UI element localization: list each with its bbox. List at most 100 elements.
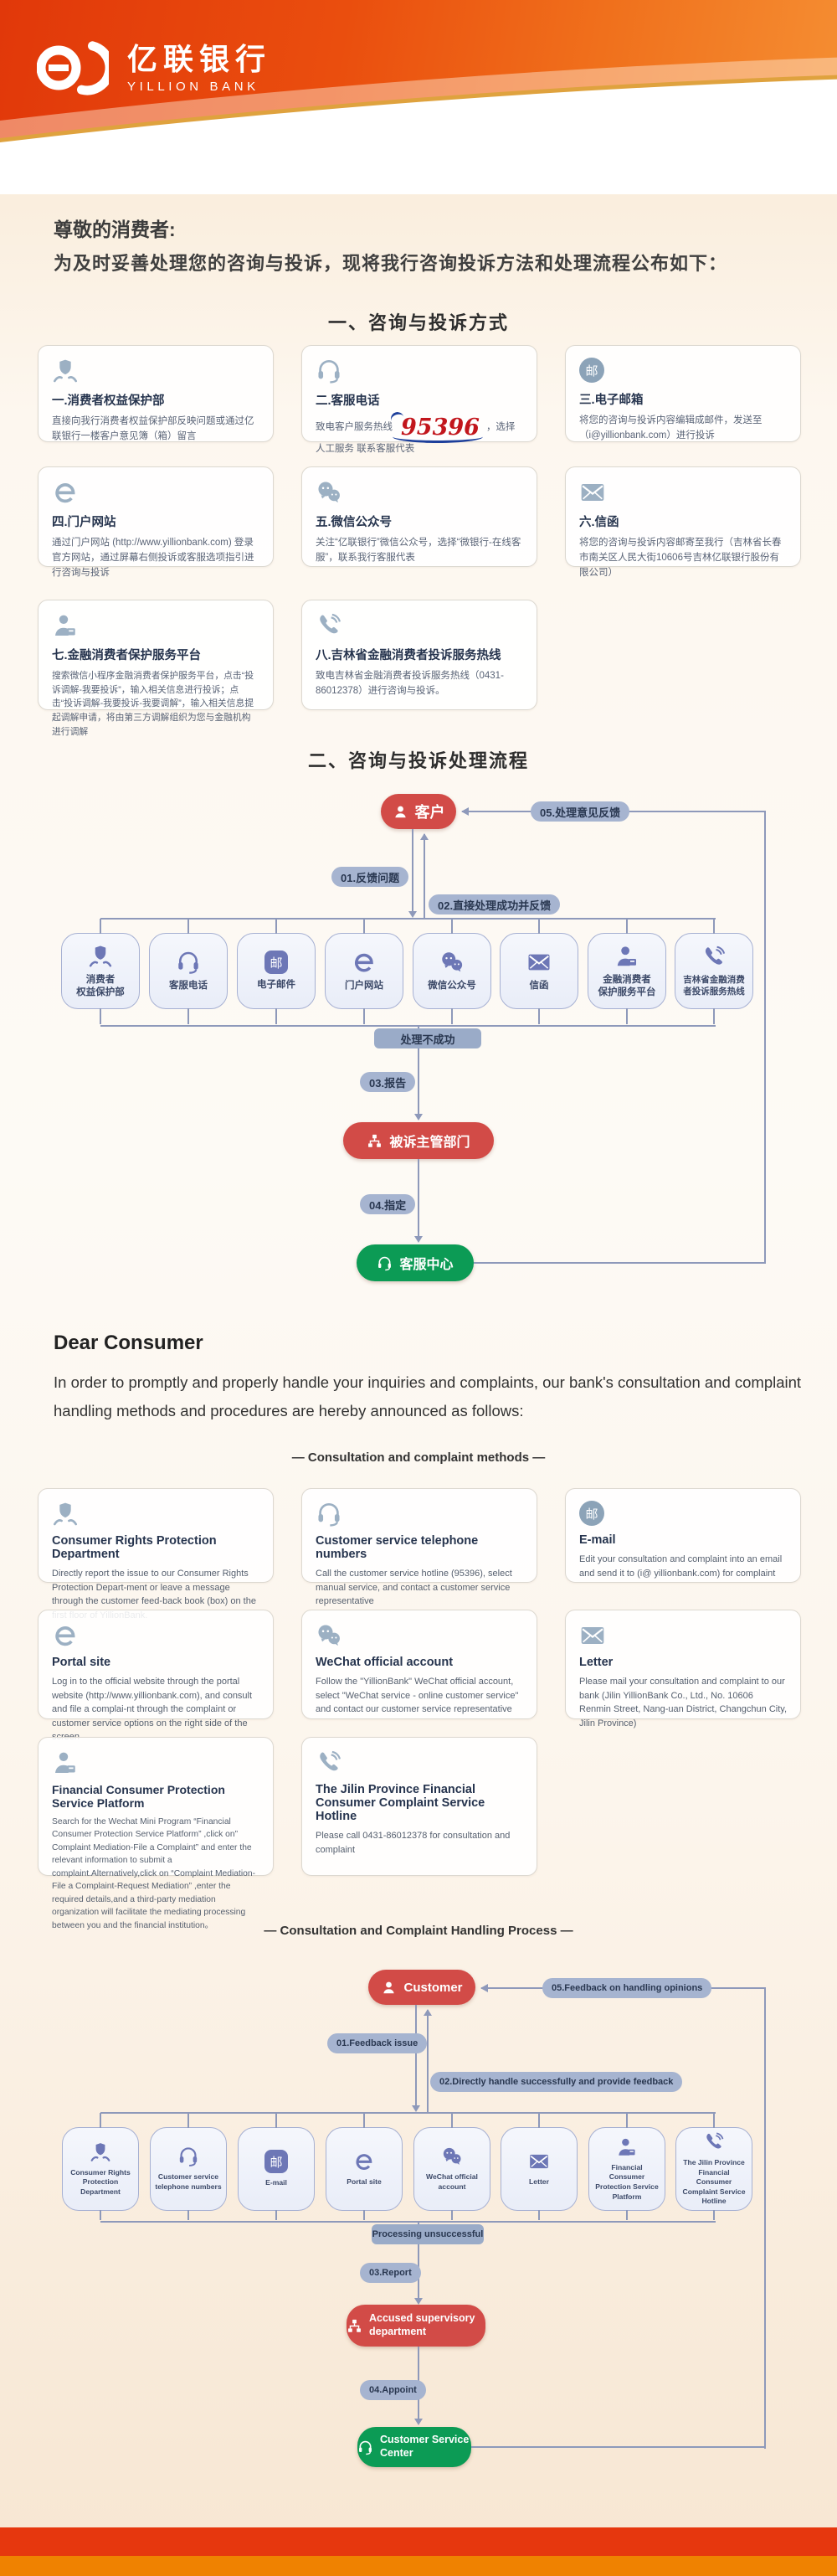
hotline-text-pre: 致电客户服务热线 (316, 422, 393, 432)
mail-square-icon: 邮 (264, 2150, 288, 2174)
channel-box-letter: Letter (501, 2113, 578, 2220)
cn-card-row-3: 七.金融消费者保护服务平台 搜索微信小程序金融消费者保护服务平台，点击“投诉调解… (38, 600, 537, 737)
en-card-row-2: Portal site Log in to the official websi… (38, 1610, 801, 1742)
flow-step03-label: 03.Report (360, 2263, 421, 2283)
rights-protection-icon (52, 358, 79, 384)
flow-service-center-node: 客服中心 (357, 1244, 474, 1281)
person-icon (381, 1980, 397, 1996)
person-badge-icon (614, 944, 639, 969)
mail-circle-icon: 邮 (579, 1501, 604, 1526)
card-title: 六.信函 (579, 516, 619, 529)
method-card-jilin-hotline-en: The Jilin Province Financial Consumer Co… (301, 1737, 537, 1876)
en-card-row-1: Consumer Rights Protection Department Di… (38, 1488, 801, 1620)
card-body: Edit your consultation and complaint int… (579, 1554, 783, 1579)
card-title: 二.客服电话 (316, 394, 380, 408)
card-title: 四.门户网站 (52, 516, 116, 529)
hotline-95396-logo: 95396 (393, 415, 486, 443)
english-heading: Dear Consumer (54, 1332, 203, 1354)
person-badge-icon (52, 612, 79, 639)
flow-service-center-node: Customer Service Center (357, 2427, 471, 2467)
channel-box-rights-dept: 消费者 权益保护部 (61, 919, 140, 1024)
section-title-en-methods: — Consultation and complaint methods — (291, 1450, 546, 1465)
flowchart-en: Customer 01.Feedback issue 02.Directly h… (0, 1953, 837, 2492)
channel-box-jilin-hotline: 吉林省金融消费 者投诉服务热线 (675, 919, 753, 1024)
flow-service-center-label: Customer Service Center (380, 2434, 470, 2459)
phone-icon (316, 1749, 342, 1776)
card-body: 直接向我行消费者权益保护部反映问题或通过亿联银行一楼客户意见簿（箱）留言 (52, 416, 254, 441)
arrow-down-icon (414, 1114, 423, 1125)
method-card-letter-en: Letter Please mail your consultation and… (565, 1610, 801, 1728)
flowchart-cn: 客户 01.反馈问题 02.直接处理成功并反馈 05.处理意见反馈 消费者 权益… (0, 779, 837, 1306)
channel-box-hotline: 客服电话 (149, 919, 228, 1024)
channel-box-email: 邮 E-mail (238, 2113, 315, 2220)
card-title: Customer service telephone numbers (316, 1534, 479, 1561)
flow-step02-label: 02.Directly handle successfully and prov… (430, 2072, 683, 2092)
card-title: Portal site (52, 1656, 111, 1669)
card-body: Call the customer service hotline (95396… (316, 1569, 512, 1606)
flow-step05-label: 05.Feedback on handling opinions (542, 1978, 712, 1998)
cn-card-row-2: 四.门户网站 通过门户网站 (http://www.yillionbank.co… (38, 466, 801, 578)
method-card-rights-dept: 一.消费者权益保护部 直接向我行消费者权益保护部反映问题或通过亿联银行一楼客户意… (38, 345, 274, 442)
channel-box-jilin-hotline: The Jilin Province Financial Consumer Co… (675, 2113, 752, 2220)
browser-icon (352, 950, 377, 975)
wechat-icon (316, 1622, 342, 1649)
headset-icon (176, 950, 201, 975)
org-chart-icon (347, 2318, 362, 2334)
method-card-hotline-en: Customer service telephone numbers Call … (301, 1488, 537, 1606)
envelope-icon (579, 1622, 606, 1649)
flow-loop-line (764, 811, 766, 1263)
person-icon (393, 804, 408, 820)
card-title: 五.微信公众号 (316, 516, 393, 529)
flow-fail-label: Processing unsuccessful (372, 2224, 484, 2244)
bank-name-cn: 亿联银行 (127, 41, 272, 76)
envelope-icon (528, 2151, 550, 2172)
flow-service-center-label: 客服中心 (399, 1258, 454, 1272)
card-body: Search for the Wechat Mini Program “Fina… (52, 1817, 256, 1930)
header-banner: 亿联银行 YILLION BANK (0, 0, 837, 194)
channel-box-letter: 信函 (500, 919, 578, 1024)
channel-box-rights-dept: Consumer Rights Protection Department (62, 2113, 139, 2220)
envelope-icon (579, 479, 606, 506)
flow-step01-label: 01.反馈问题 (331, 867, 409, 887)
channel-box-hotline: Customer service telephone numbers (150, 2113, 227, 2220)
flow-step01-label: 01.Feedback issue (327, 2033, 428, 2053)
flow-department-label: Accused supervisory department (369, 2312, 475, 2337)
flow-department-node: 被诉主管部门 (343, 1122, 494, 1159)
method-card-rights-dept-en: Consumer Rights Protection Department Di… (38, 1488, 274, 1620)
mail-circle-icon: 邮 (579, 358, 604, 383)
headset-icon (177, 2146, 199, 2167)
card-title: Letter (579, 1656, 614, 1669)
flow-step04-label: 04.指定 (360, 1194, 416, 1214)
rights-protection-icon (90, 2141, 111, 2163)
method-card-jilin-hotline: 八.吉林省金融消费者投诉服务热线 致电吉林省金融消费者投诉服务热线（0431-8… (301, 600, 537, 710)
card-body: Log in to the official website through t… (52, 1677, 253, 1742)
card-title: Consumer Rights Protection Department (52, 1534, 217, 1561)
card-title: The Jilin Province Financial Consumer Co… (316, 1783, 485, 1823)
section-title-en-process: — Consultation and Complaint Handling Pr… (264, 1924, 573, 1938)
flow-line-down (415, 2005, 417, 2107)
arrow-down-icon (412, 2105, 420, 2116)
method-card-letter: 六.信函 将您的咨询与投诉内容邮寄至我行（吉林省长春市南关区人民大街10606号… (565, 466, 801, 578)
method-card-portal-en: Portal site Log in to the official websi… (38, 1610, 274, 1742)
flow-step02-label: 02.直接处理成功并反馈 (429, 894, 561, 914)
arrow-left-icon (457, 807, 469, 816)
flow-line-report (418, 1048, 419, 1115)
card-title: 七.金融消费者保护服务平台 (52, 649, 202, 662)
section-title-cn-process: 二、咨询与投诉处理流程 (307, 750, 529, 771)
card-body: Please call 0431-86012378 for consultati… (316, 1831, 511, 1855)
method-card-wechat-en: WeChat official account Follow the "Yill… (301, 1610, 537, 1719)
card-title: E-mail (579, 1533, 616, 1547)
card-body: 将您的咨询与投诉内容邮寄至我行（吉林省长春市南关区人民大街10606号吉林亿联银… (579, 538, 782, 578)
flow-customer-node: Customer (368, 1970, 475, 2005)
arrow-down-icon (414, 1236, 423, 1247)
arrow-down-icon (414, 2419, 423, 2429)
bank-logo-mark-icon (37, 41, 109, 95)
arrow-down-icon (414, 2298, 423, 2309)
headset-icon (316, 1501, 342, 1528)
flow-line-down (412, 829, 413, 913)
flow-hub-line (100, 918, 716, 920)
headset-icon (316, 358, 342, 384)
phone-icon (703, 2131, 725, 2153)
